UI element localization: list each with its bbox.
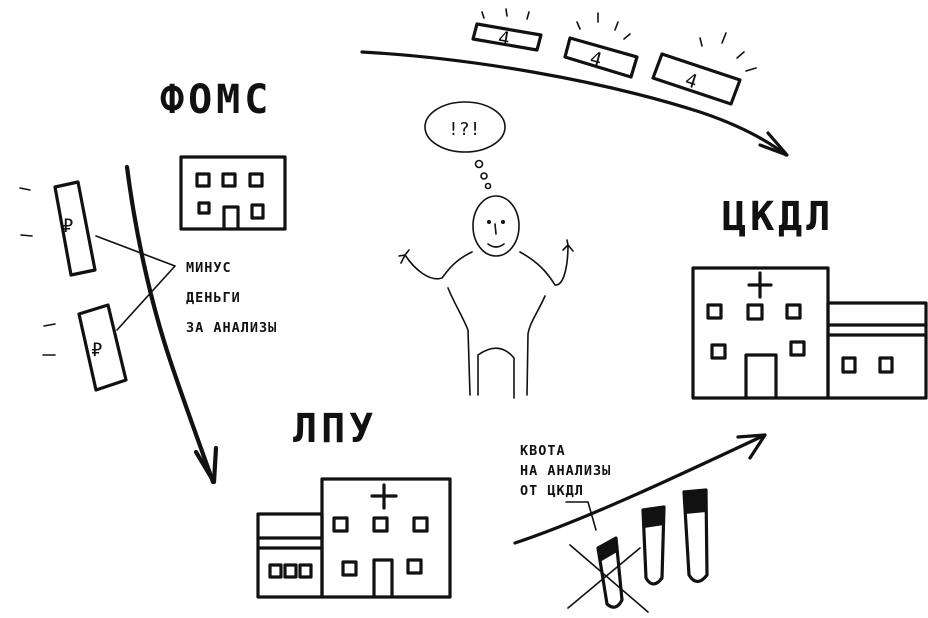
quota-line-1: КВОТА <box>520 443 566 459</box>
foms-building <box>181 157 285 229</box>
top-arrow <box>362 52 786 155</box>
test-form-2: 4 <box>565 13 637 77</box>
confused-person <box>399 196 573 398</box>
foms-label: ФОМС <box>160 77 272 123</box>
svg-text:4: 4 <box>682 69 700 93</box>
test-tube-crossed <box>568 538 648 612</box>
banknote-2: ₽ <box>43 305 126 390</box>
svg-text:₽: ₽ <box>62 215 73 237</box>
test-tube-2 <box>643 507 664 584</box>
quota-line-2: НА АНАЛИЗЫ <box>520 463 611 479</box>
thought-bubble: !?! <box>425 102 505 189</box>
ckdl-building <box>693 268 926 398</box>
svg-text:₽: ₽ <box>91 339 102 361</box>
lpu-building <box>258 479 450 597</box>
banknote-1: ₽ <box>20 182 95 275</box>
lpu-label: ЛПУ <box>293 406 377 452</box>
test-tube-3 <box>684 490 707 582</box>
test-form-1: 4 <box>473 9 541 51</box>
ckdl-label: ЦКДЛ <box>722 194 834 240</box>
svg-text:4: 4 <box>496 27 511 51</box>
minus-money-line-1: МИНУС <box>186 260 232 276</box>
svg-text:!?!: !?! <box>448 119 481 140</box>
quota-line-3: ОТ ЦКДЛ <box>520 483 584 499</box>
minus-money-line-2: ДЕНЬГИ <box>186 290 241 306</box>
test-form-3: 4 <box>653 33 756 104</box>
top-arrow-head <box>760 133 787 155</box>
quota-pointer <box>566 502 596 530</box>
annotation-pointer <box>96 236 175 330</box>
left-arrow-head <box>196 448 216 482</box>
minus-money-line-3: ЗА АНАЛИЗЫ <box>186 320 277 336</box>
